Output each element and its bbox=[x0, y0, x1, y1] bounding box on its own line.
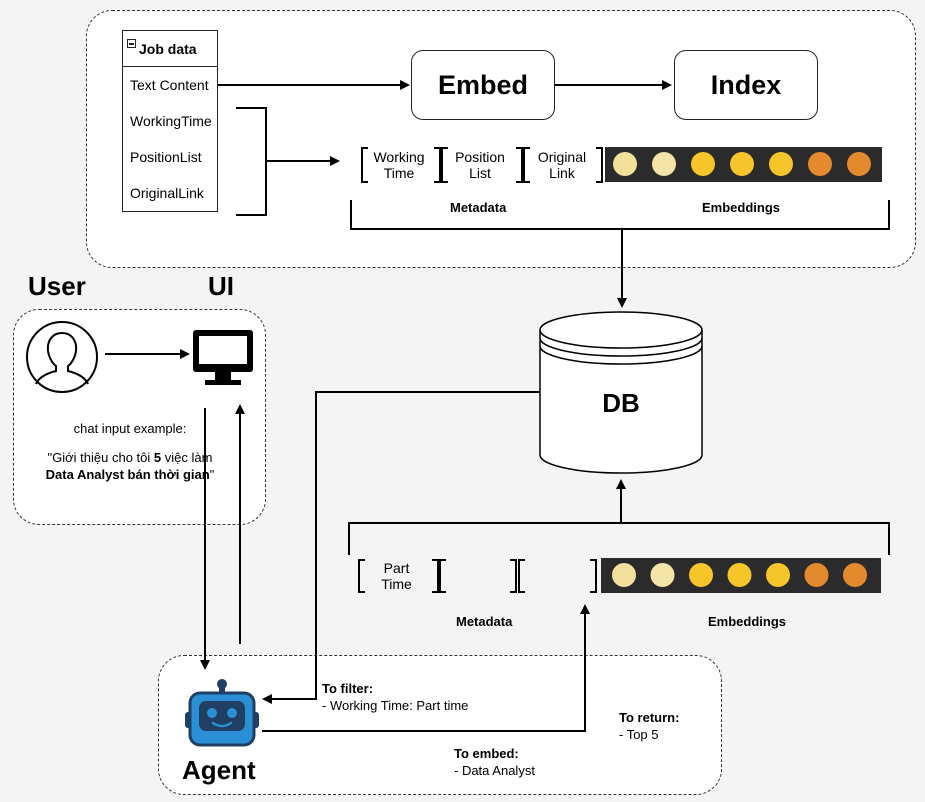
embedding-dot bbox=[808, 152, 832, 176]
job-data-title: Job data bbox=[139, 40, 197, 57]
to-filter-title: To filter: bbox=[322, 681, 374, 696]
query-metadata-label: Metadata bbox=[456, 614, 513, 629]
to-return-title: To return: bbox=[619, 710, 680, 725]
metadata-field-original-link: Original Link bbox=[537, 149, 587, 181]
chat-intro: chat input example: bbox=[73, 421, 187, 436]
index-box: Index bbox=[674, 50, 818, 120]
chat-example: chat input example: "Giới thiệu cho tôi … bbox=[40, 420, 220, 483]
embedding-dot bbox=[730, 152, 754, 176]
job-data-header: Job data bbox=[123, 31, 217, 67]
to-embed-note: To embed: - Data Analyst bbox=[454, 745, 535, 779]
chat-example-text: "Giới thiệu cho tôi 5 việc làm Data Anal… bbox=[45, 450, 215, 482]
job-data-table: Job data Text Content WorkingTime Positi… bbox=[122, 30, 218, 212]
query-vector-brackets bbox=[358, 559, 597, 593]
embedding-dot bbox=[613, 152, 637, 176]
job-data-row: PositionList bbox=[130, 149, 202, 165]
embedding-dot bbox=[650, 563, 675, 587]
query-field-empty-2 bbox=[521, 560, 590, 592]
job-data-row: Text Content bbox=[130, 77, 209, 93]
embed-box: Embed bbox=[411, 50, 555, 120]
to-embed-title: To embed: bbox=[454, 746, 519, 761]
embedding-dot bbox=[689, 563, 713, 587]
embedding-dot bbox=[691, 152, 715, 176]
agent-label: Agent bbox=[182, 755, 256, 785]
embedding-dot bbox=[652, 152, 676, 176]
user-label: User bbox=[28, 271, 86, 301]
metadata-field-working-time: Working Time bbox=[373, 149, 425, 181]
ui-label: UI bbox=[208, 271, 234, 301]
db-label: DB bbox=[602, 388, 640, 418]
to-return-note: To return: - Top 5 bbox=[619, 709, 679, 743]
db-cylinder bbox=[539, 311, 703, 474]
query-field-empty-1 bbox=[442, 560, 510, 592]
embedding-dot bbox=[843, 563, 867, 587]
user-icon bbox=[26, 321, 98, 393]
query-field-part-time: Part Time bbox=[381, 560, 412, 592]
top-metadata-label: Metadata bbox=[450, 200, 507, 215]
arrow-agent-to-query bbox=[262, 604, 590, 732]
to-embed-value: - Data Analyst bbox=[454, 763, 535, 778]
metadata-group-bracket bbox=[236, 107, 267, 216]
query-vector-top-bracket bbox=[348, 522, 890, 555]
to-filter-value: - Working Time: Part time bbox=[322, 698, 469, 713]
collapse-icon[interactable] bbox=[127, 39, 136, 48]
metadata-field-position-list: Position List bbox=[455, 149, 505, 181]
top-vector-bottom-bracket bbox=[350, 200, 890, 230]
robot-icon bbox=[185, 679, 259, 747]
embedding-dot bbox=[612, 563, 636, 587]
job-data-row: OriginalLink bbox=[130, 185, 204, 201]
embedding-dot bbox=[769, 152, 793, 176]
to-return-value: - Top 5 bbox=[619, 727, 659, 742]
embedding-dot bbox=[804, 563, 829, 587]
top-embeddings-label: Embeddings bbox=[702, 200, 781, 215]
embedding-dot bbox=[727, 563, 752, 587]
arrow-db-to-agent bbox=[262, 391, 540, 704]
monitor-icon bbox=[193, 330, 253, 385]
embedding-dot bbox=[766, 563, 790, 587]
job-data-row: WorkingTime bbox=[130, 113, 212, 129]
query-embeddings-label: Embeddings bbox=[708, 614, 787, 629]
to-filter-note: To filter: - Working Time: Part time bbox=[322, 680, 468, 714]
top-vector-brackets bbox=[361, 147, 603, 183]
embedding-dot bbox=[847, 152, 871, 176]
